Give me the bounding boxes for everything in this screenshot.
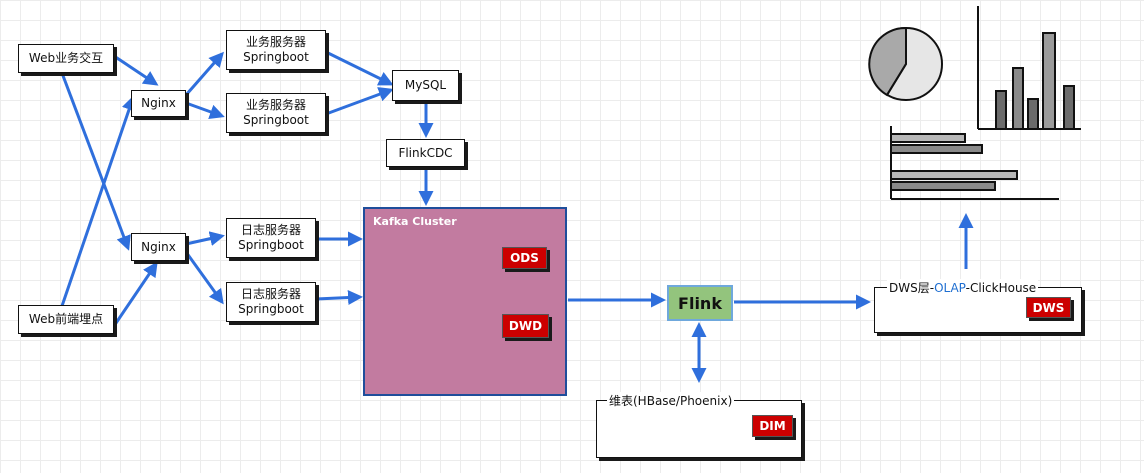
flinkcdc-label: FlinkCDC: [398, 145, 453, 160]
dim-label: DIM: [759, 419, 786, 433]
horizontal-bar-chart-icon: [890, 126, 1059, 200]
dim-tag[interactable]: DIM: [752, 415, 793, 437]
biz-server-1-line1: 业务服务器: [245, 35, 306, 49]
arrow-biz2-mysql: [325, 87, 394, 116]
biz-server-1-line2: Springboot: [243, 50, 309, 64]
biz-server-1-box[interactable]: 业务服务器 Springboot: [226, 30, 326, 70]
ods-label: ODS: [510, 251, 539, 265]
mysql-label: MySQL: [404, 78, 447, 92]
biz-server-2-line2: Springboot: [243, 113, 309, 127]
web-tracking-box[interactable]: Web前端埋点: [18, 305, 114, 334]
arrow-webinteraction-nginx-bottom: [60, 72, 131, 251]
kafka-cluster[interactable]: Kafka Cluster ODS DWD: [363, 207, 567, 396]
mysql-box[interactable]: MySQL: [392, 70, 459, 101]
arrow-nginx-log1: [185, 231, 225, 246]
nginx-top-box[interactable]: Nginx: [131, 90, 186, 117]
arrow-nginx-biz2: [185, 101, 225, 119]
dws-label-post: -ClickHouse: [965, 281, 1037, 295]
dws-label: DWS: [1032, 300, 1065, 315]
log-server-2-line2: Springboot: [238, 302, 304, 316]
arrow-log2-kafka: [315, 290, 363, 306]
kafka-cluster-title: Kafka Cluster: [373, 215, 457, 228]
arrow-nginx-biz1: [184, 51, 224, 96]
dwd-label: DWD: [508, 319, 543, 333]
flinkcdc-box[interactable]: FlinkCDC: [386, 139, 465, 167]
biz-server-2-box[interactable]: 业务服务器 Springboot: [226, 93, 326, 133]
dws-tag[interactable]: DWS: [1026, 297, 1071, 318]
web-tracking-label: Web前端埋点: [28, 312, 104, 326]
nginx-bottom-box[interactable]: Nginx: [131, 233, 186, 261]
arrow-nginx-log2: [184, 251, 224, 305]
log-server-2-line1: 日志服务器: [240, 287, 301, 301]
dws-clickhouse-panel[interactable]: DWS层-OLAP-ClickHouse DWS: [874, 279, 1082, 333]
arrow-webtracking-nginx-top: [60, 95, 137, 307]
flink-label: Flink: [678, 293, 722, 313]
nginx-bottom-label: Nginx: [141, 239, 176, 254]
dim-hbase-panel[interactable]: 维表(HBase/Phoenix) DIM: [596, 392, 802, 458]
arrows: [60, 50, 974, 327]
arrow-webinteraction-nginx-top: [113, 54, 159, 86]
arrow-biz1-mysql: [325, 50, 394, 86]
ods-tag[interactable]: ODS: [502, 247, 547, 269]
nginx-top-label: Nginx: [141, 96, 176, 110]
pie-chart-icon: [868, 26, 943, 101]
dws-label-pre: DWS层-: [889, 281, 935, 295]
web-interaction-box[interactable]: Web业务交互: [18, 44, 114, 73]
log-server-1-box[interactable]: 日志服务器 Springboot: [226, 218, 316, 258]
flink-box[interactable]: Flink: [667, 285, 733, 321]
log-server-1-line1: 日志服务器: [240, 223, 301, 237]
dwd-tag[interactable]: DWD: [502, 314, 549, 338]
dws-panel-label: DWS层-OLAP-ClickHouse: [887, 279, 1039, 296]
log-server-1-line2: Springboot: [238, 238, 304, 252]
dws-label-olap: OLAP: [934, 281, 966, 295]
log-server-2-box[interactable]: 日志服务器 Springboot: [226, 282, 316, 322]
arrow-webtracking-nginx-bottom: [112, 261, 158, 327]
dim-panel-label: 维表(HBase/Phoenix): [607, 392, 735, 409]
web-interaction-label: Web业务交互: [28, 51, 104, 65]
biz-server-2-line1: 业务服务器: [245, 98, 306, 112]
vertical-bar-chart-icon: [977, 6, 1081, 130]
